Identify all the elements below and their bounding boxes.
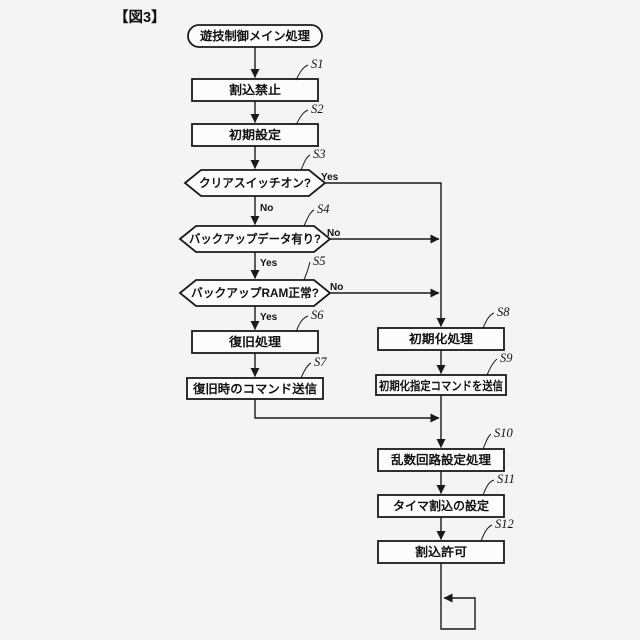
s4-no-label: No — [327, 228, 340, 239]
s9-box — [375, 374, 507, 396]
s4-step-number: S4 — [317, 202, 330, 216]
start-node-shape — [187, 24, 323, 48]
flow-node-s3: クリアスイッチオン? S3 Yes No — [183, 147, 339, 214]
s5-no-label: No — [330, 282, 343, 293]
s3-label: クリアスイッチオン? — [199, 176, 311, 190]
s5-label: バックアップRAM正常? — [191, 285, 319, 300]
s10-step-number: S10 — [494, 426, 514, 440]
s4-label: バックアップデータ有り? — [189, 231, 321, 246]
flow-node-s10: 乱数回路設定処理 S10 — [377, 426, 514, 472]
s5-step-leader — [303, 261, 311, 281]
s1-label: 割込禁止 — [229, 82, 281, 97]
s10-label: 乱数回路設定処理 — [391, 452, 491, 467]
s4-yes-label: Yes — [260, 258, 278, 269]
flow-node-s12: 割込許可 S12 — [377, 517, 514, 564]
s6-label: 復旧処理 — [228, 334, 281, 349]
figure-title: 【図3】 — [114, 9, 166, 26]
s4-step-leader — [303, 209, 315, 227]
s9-step-number: S9 — [500, 351, 513, 365]
s2-label: 初期設定 — [229, 127, 281, 142]
s7-label: 復旧時のコマンド送信 — [192, 381, 317, 396]
s11-label: タイマ割込の設定 — [393, 498, 489, 513]
flow-node-s2: 初期設定 S2 — [191, 102, 324, 147]
s4-hexagon — [178, 225, 332, 253]
s1-step-leader — [295, 64, 309, 81]
flow-node-s11: タイマ割込の設定 S11 — [377, 472, 515, 518]
s2-step-leader — [295, 109, 309, 126]
start-node-label: 遊技制御メイン処理 — [200, 28, 310, 43]
s5-step-number: S5 — [313, 254, 326, 268]
s6-step-leader — [295, 315, 309, 333]
flow-node-s8: 初期化処理 S8 — [377, 305, 510, 351]
s8-label: 初期化処理 — [409, 331, 473, 346]
edge-s3-yes-to-s8 — [325, 182, 446, 327]
s9-label: 初期化指定コマンドを送信 — [379, 378, 503, 393]
flow-node-s5: バックアップRAM正常? S5 No Yes — [178, 254, 343, 323]
s8-box — [377, 327, 505, 351]
s6-box — [191, 330, 319, 354]
flow-node-s1: 割込禁止 S1 — [191, 57, 324, 102]
flow-node-s7: 復旧時のコマンド送信 S7 — [186, 355, 327, 400]
s8-step-leader — [482, 312, 495, 329]
s1-step-number: S1 — [311, 57, 324, 71]
s5-hexagon — [178, 279, 332, 307]
s12-step-leader — [480, 524, 493, 542]
s11-box — [377, 494, 505, 518]
s5-yes-label: Yes — [260, 312, 278, 323]
s12-label: 割込許可 — [415, 544, 467, 559]
s3-step-leader — [300, 154, 311, 171]
s12-box — [377, 540, 505, 564]
edge-s7-to-merge — [254, 399, 440, 423]
s3-no-label: No — [260, 203, 273, 214]
s7-step-number: S7 — [314, 355, 327, 369]
s7-box — [186, 377, 324, 400]
flow-node-s9: 初期化指定コマンドを送信 S9 — [375, 351, 513, 396]
flow-node-s6: 復旧処理 S6 — [191, 308, 324, 354]
s10-step-leader — [482, 433, 492, 450]
s11-step-number: S11 — [497, 472, 515, 486]
s11-step-leader — [482, 479, 495, 496]
s2-box — [191, 123, 319, 147]
s7-step-leader — [300, 362, 312, 379]
s8-step-number: S8 — [497, 305, 510, 319]
edge-endless-loop — [440, 563, 476, 630]
s2-step-number: S2 — [311, 102, 324, 116]
s1-box — [191, 78, 319, 102]
s9-step-leader — [486, 358, 498, 376]
s3-hexagon — [183, 169, 327, 197]
flow-node-s4: バックアップデータ有り? S4 No Yes — [178, 202, 340, 269]
s6-step-number: S6 — [311, 308, 324, 322]
s3-step-number: S3 — [313, 147, 326, 161]
start-node: 遊技制御メイン処理 — [187, 24, 323, 48]
s3-yes-label: Yes — [321, 172, 339, 183]
s10-box — [377, 448, 505, 472]
s12-step-number: S12 — [495, 517, 514, 531]
